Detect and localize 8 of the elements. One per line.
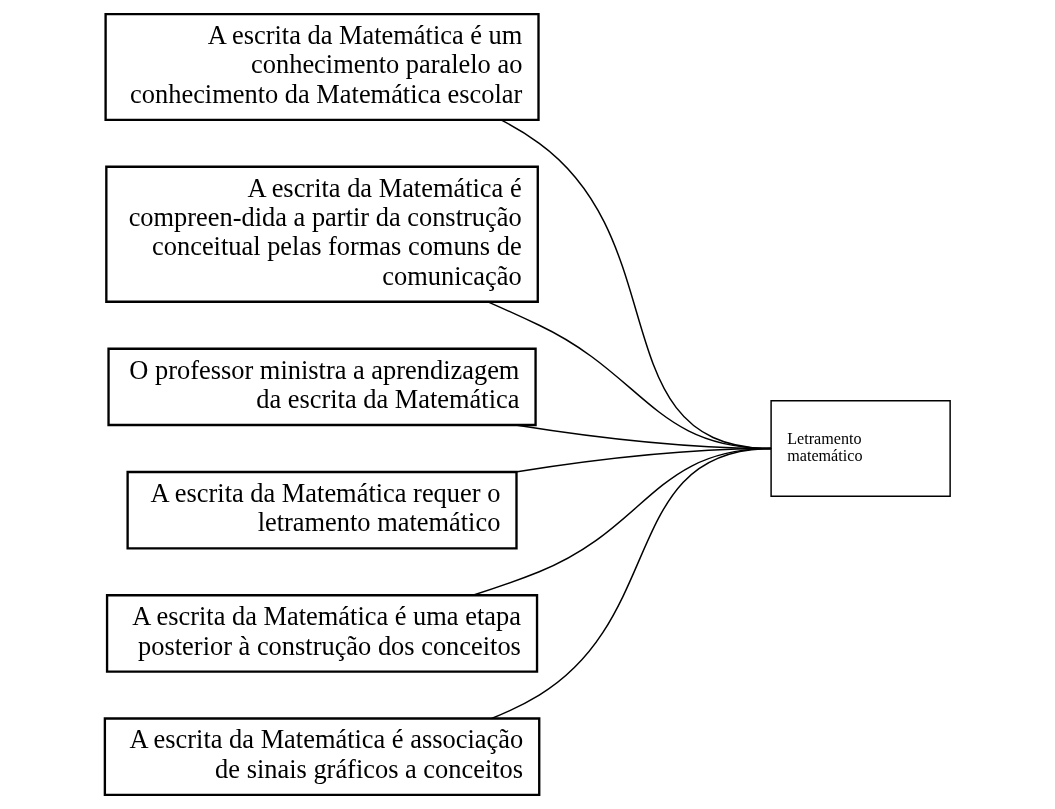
node-box: Letramento matemático: [770, 400, 951, 497]
node-box: A escrita da Matemática requer o letramento matemático: [126, 470, 518, 550]
connector: [490, 447, 772, 720]
node-box: A escrita da Matemática é uma etapa posterior à construção dos conceitos: [105, 594, 539, 673]
node-box: A escrita da Matemática é compreen-dida a partir da construção conceitual pelas formas comuns de comunicação: [105, 165, 539, 303]
node-box: O professor ministra a aprendizagem da escrita da Matemática: [107, 347, 537, 427]
node-box: A escrita da Matemática é associação de sinais gráficos a conceitos: [103, 717, 541, 797]
node-box: A escrita da Matemática é um conhecimento paralelo ao conhecimento da Matemática escolar: [104, 12, 540, 121]
